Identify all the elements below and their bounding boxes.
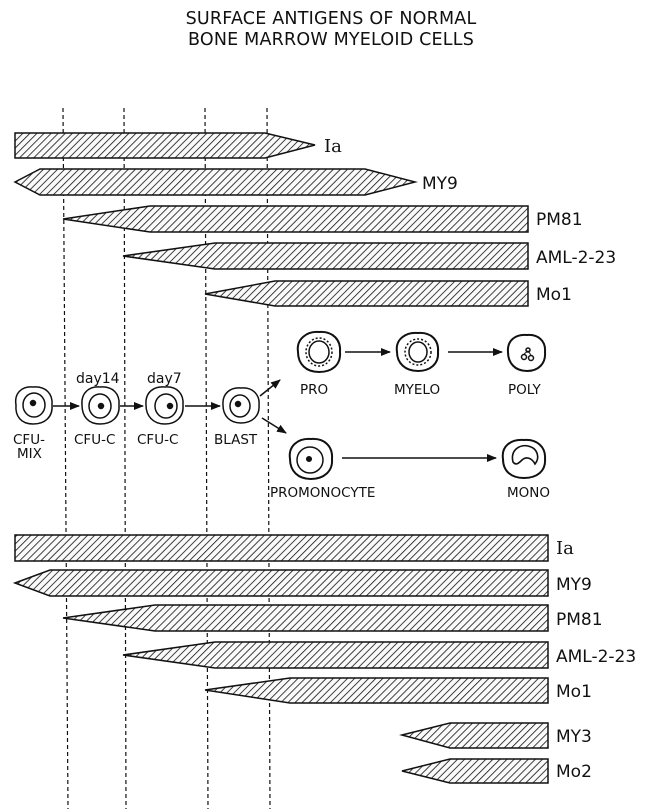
bottom-label-my9: MY9 — [556, 575, 592, 595]
bottom-label-ia: Ia — [556, 538, 574, 559]
title-line-1: SURFACE ANTIGENS OF NORMAL — [185, 9, 477, 29]
arrow-blast-to-pro — [259, 379, 281, 397]
bottom-bar-aml-2-23 — [122, 641, 549, 669]
label-cfu-mix-1: CFU- — [13, 432, 45, 448]
cell-blast — [222, 387, 260, 424]
bottom-label-mo1: Mo1 — [556, 682, 592, 702]
top-bar-mo1 — [204, 280, 529, 307]
label-blast: BLAST — [214, 432, 258, 448]
bottom-label-pm81: PM81 — [556, 610, 603, 630]
guide-cfu-mix — [62, 107, 69, 809]
figure-title: SURFACE ANTIGENS OF NORMAL BONE MARROW M… — [0, 9, 662, 51]
bottom-label-my3: MY3 — [556, 727, 592, 747]
guide-cfu-c-day7 — [204, 107, 209, 809]
bottom-bar-my3 — [399, 722, 549, 749]
top-label-ia: Ia — [324, 136, 342, 157]
top-label-pm81: PM81 — [536, 210, 583, 230]
cell-cfu-mix — [14, 386, 53, 425]
cell-promonocyte — [288, 437, 334, 481]
lineage-arrows — [53, 348, 503, 462]
bottom-bar-mo2 — [401, 758, 549, 784]
cell-poly — [506, 333, 547, 373]
bottom-bar-ia — [14, 534, 549, 562]
bottom-bar-my9 — [12, 569, 549, 597]
top-bar-pm81 — [62, 205, 529, 233]
label-day7: day7 — [147, 371, 182, 387]
cell-mono — [501, 438, 547, 480]
label-cfu-c-2: CFU-C — [137, 432, 178, 448]
title-line-2: BONE MARROW MYELOID CELLS — [187, 30, 475, 50]
top-bar-labels: Ia MY9 PM81 AML-2-23 Mo1 — [324, 136, 616, 305]
top-bar-my9 — [13, 168, 418, 196]
top-label-mo1: Mo1 — [536, 285, 572, 305]
label-promonocyte: PROMONOCYTE — [270, 485, 375, 501]
top-bar-ia — [14, 132, 316, 159]
cell-labels: day14 day7 CFU- MIX CFU-C CFU-C BLAST PR… — [13, 371, 550, 501]
label-cfu-c-1: CFU-C — [74, 432, 115, 448]
top-bar-aml-2-23 — [122, 242, 529, 270]
cell-myelo — [395, 331, 440, 373]
top-label-my9: MY9 — [422, 174, 458, 194]
bottom-bar-pm81 — [62, 604, 549, 632]
bottom-label-mo2: Mo2 — [556, 762, 592, 782]
top-bars — [13, 132, 529, 307]
cell-cfu-c-day7 — [145, 386, 184, 425]
cell-pro — [296, 330, 342, 374]
cell-cfu-c-day14 — [81, 386, 120, 425]
label-mono: MONO — [507, 485, 550, 501]
label-poly: POLY — [508, 382, 541, 398]
label-cfu-mix-2: MIX — [17, 446, 42, 462]
bottom-bar-mo1 — [204, 677, 549, 704]
bottom-label-aml-2-23: AML-2-23 — [556, 647, 636, 667]
bottom-bar-labels: Ia MY9 PM81 AML-2-23 Mo1 MY3 Mo2 — [556, 538, 636, 782]
label-pro: PRO — [300, 382, 328, 398]
label-myelo: MYELO — [394, 382, 440, 398]
arrow-blast-to-promonocyte — [261, 417, 287, 434]
label-day14: day14 — [76, 371, 120, 387]
cell-lineage — [14, 330, 547, 481]
bottom-bars — [12, 534, 549, 784]
top-label-aml-2-23: AML-2-23 — [536, 248, 616, 268]
guide-cfu-c-day14 — [123, 107, 127, 809]
